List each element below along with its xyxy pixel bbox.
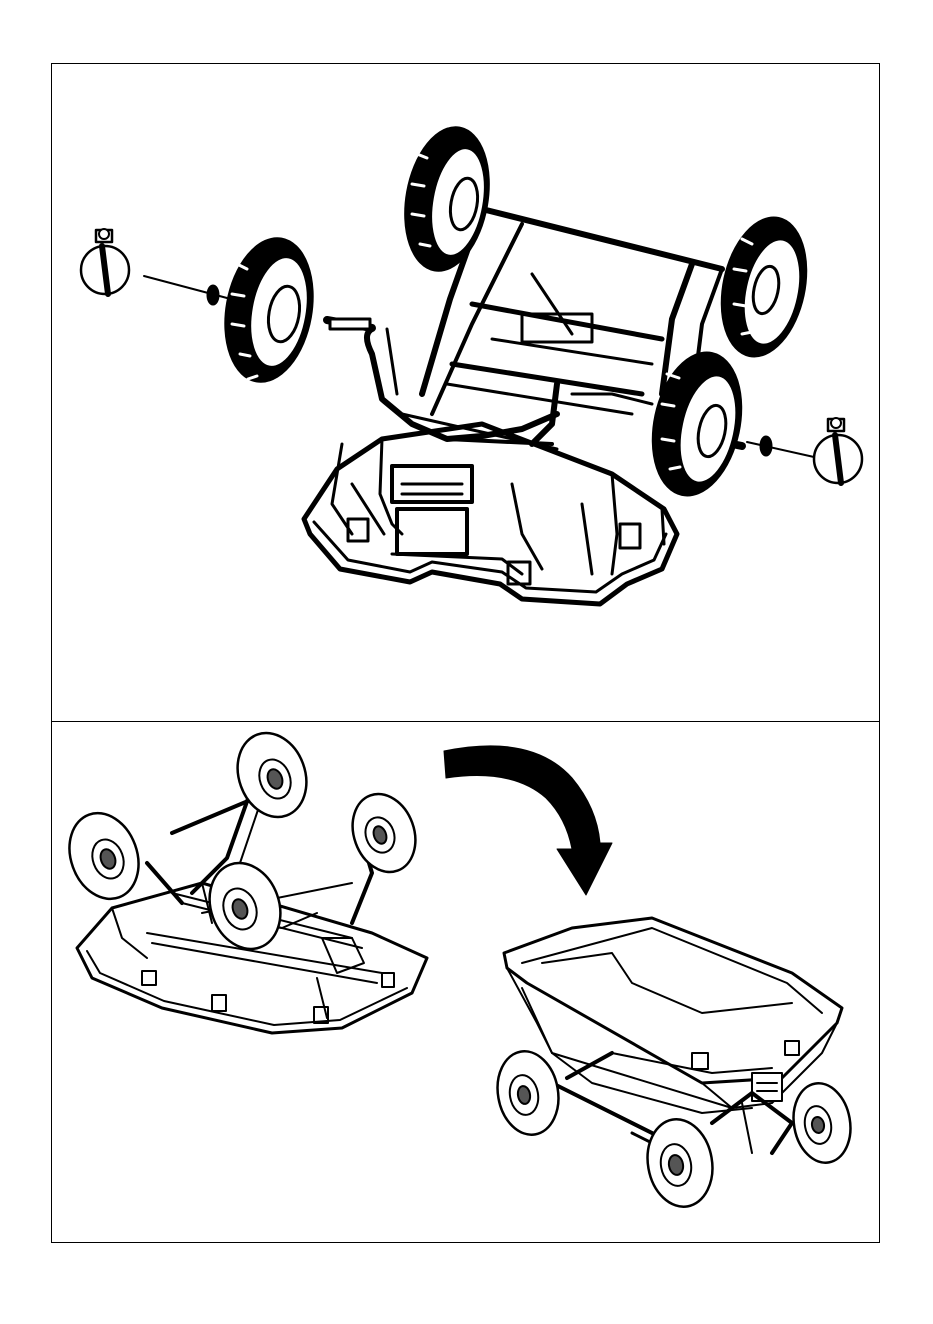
washer-right (761, 437, 771, 455)
washer-left (208, 286, 218, 304)
wheel-back-left (491, 1046, 565, 1139)
wheel-ul (58, 803, 150, 908)
wheel-left-front (215, 232, 323, 388)
rotation-arrow (444, 746, 612, 895)
wheel-top (226, 723, 317, 826)
step-panel-attach-wheels (52, 64, 879, 720)
wheel-back-right (787, 1079, 856, 1168)
flip-cart-illustration (52, 723, 879, 1242)
wheel-front-left (641, 1114, 719, 1212)
assembly-line-right (747, 437, 814, 457)
wheel-right-front (641, 345, 753, 503)
panel-divider (51, 721, 880, 722)
attach-wheels-illustration (52, 64, 879, 720)
assembly-line-left (144, 276, 227, 304)
linch-pin-left (81, 229, 129, 294)
wheel-right-rear (710, 210, 817, 364)
cart-tub-upside-down (304, 424, 677, 604)
wheel-right (342, 785, 426, 881)
wheel-left-rear (395, 121, 499, 277)
assembled-cart-upright (491, 918, 856, 1212)
assembled-cart-upside-down (58, 723, 427, 1033)
step-panel-flip-cart (52, 723, 879, 1242)
linch-pin-right (814, 418, 862, 483)
